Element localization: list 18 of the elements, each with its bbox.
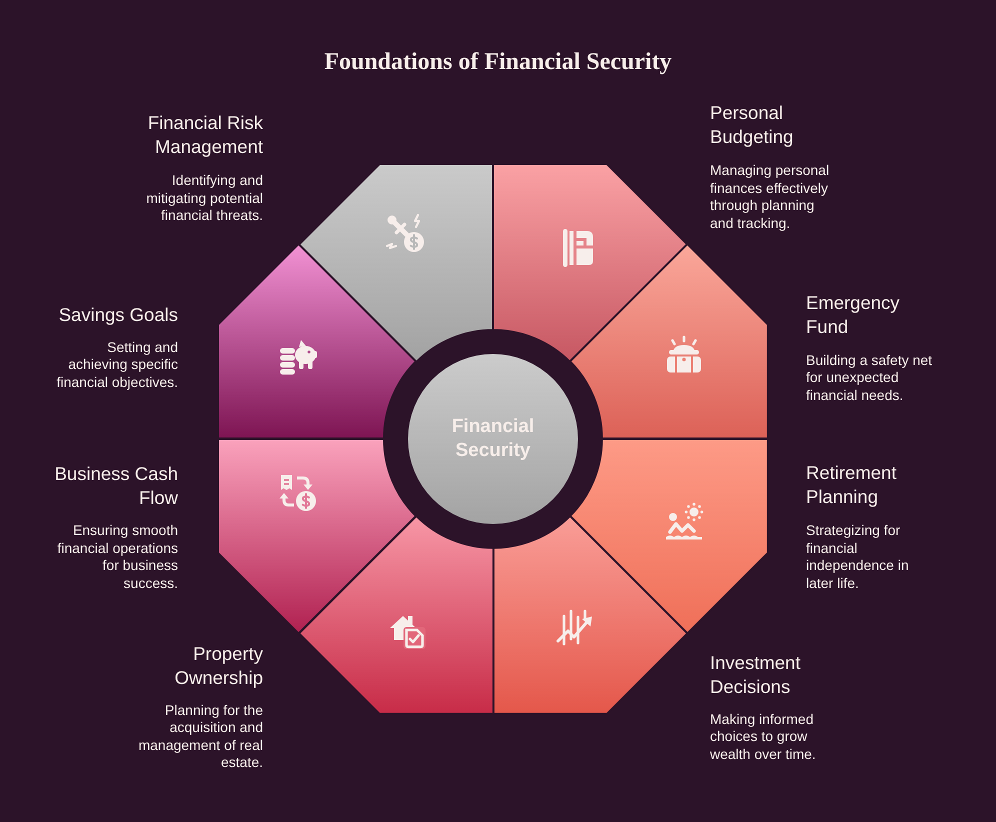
segment-title: Savings Goals: [58, 302, 178, 327]
segment-description: Building a safety net for unexpected financial needs.: [806, 352, 934, 404]
segment-description: Making informed choices to grow wealth over time.: [710, 710, 817, 764]
segment-title: Financial Risk Management: [146, 111, 263, 159]
hub-label: Financial Security: [450, 414, 536, 462]
segment-title: Personal Budgeting: [710, 101, 794, 149]
segment-description: Setting and achieving specific financial objectives.: [56, 338, 178, 392]
segment-description: Identifying and mitigating potential financial threats.: [145, 172, 263, 224]
segment-title: Property Ownership: [174, 642, 263, 690]
segment-title: Business Cash Flow: [54, 462, 178, 510]
segment-title: Retirement Planning: [806, 461, 898, 509]
segment-description: Managing personal finances effectively through planning and tracking.: [710, 162, 830, 232]
segment-description: Ensuring smooth financial operations for business success.: [56, 522, 178, 592]
diagram-title: Foundations of Financial Security: [324, 48, 672, 77]
segment-title: Investment Decisions: [710, 650, 802, 699]
segment-description: Strategizing for financial independence in later life.: [806, 522, 910, 592]
segment-title: Emergency Fund: [806, 290, 901, 339]
segment-description: Planning for the acquisition and management of real estate.: [137, 702, 263, 772]
